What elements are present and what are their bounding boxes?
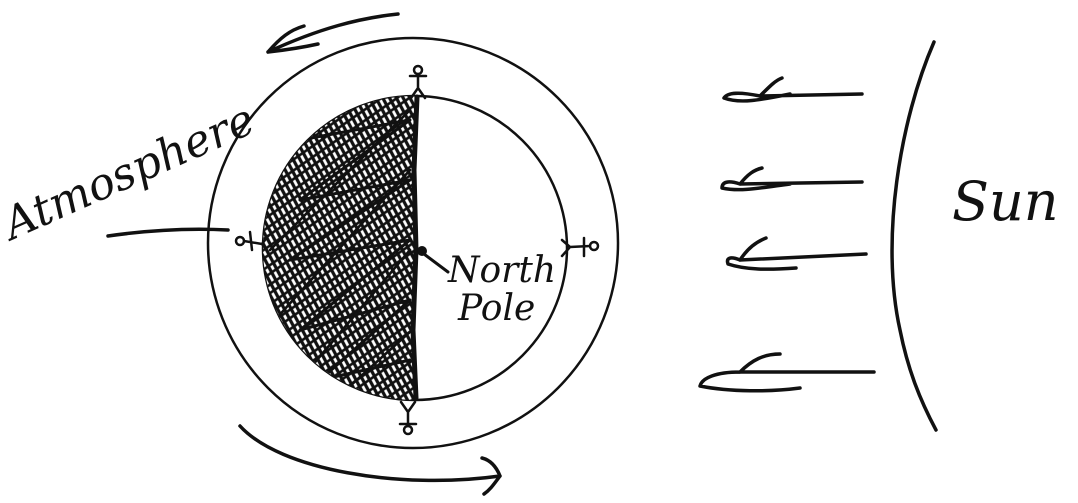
- sun-label: Sun: [952, 170, 1059, 233]
- north-label: North: [447, 250, 556, 291]
- sunlight-arrow-2: [722, 168, 862, 190]
- north-pole-pointer: [424, 254, 448, 272]
- terminator-line: [413, 97, 417, 398]
- pole-label: Pole: [457, 288, 535, 329]
- sunlight-arrow-3: [728, 238, 867, 269]
- sunlight-arrow-1: [724, 78, 862, 101]
- sun-arc: [892, 42, 936, 430]
- earth-night-side: [255, 90, 415, 410]
- sunlight-arrow-4: [700, 354, 874, 391]
- rotation-arrow-bottom: [240, 426, 500, 494]
- atmosphere-pointer-line: [108, 229, 228, 236]
- stick-figure-top: [410, 66, 426, 98]
- rotation-arrow-top: [268, 14, 398, 52]
- stick-figure-bottom: [400, 402, 416, 434]
